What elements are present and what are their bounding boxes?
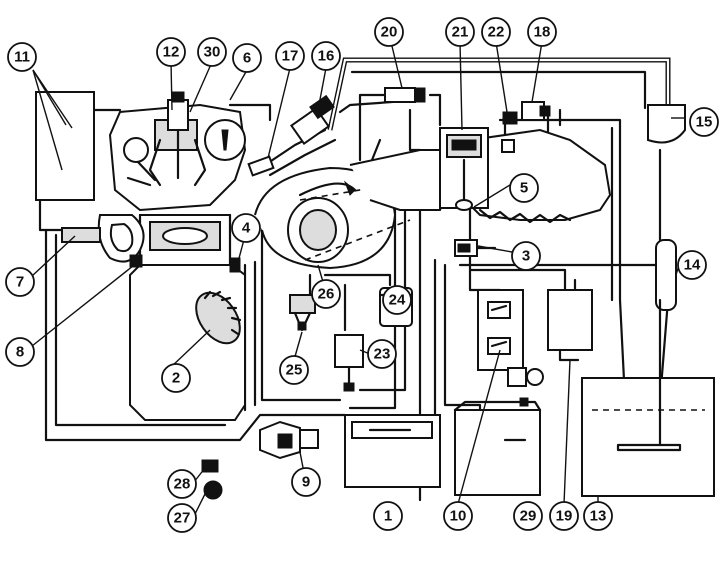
oxygen-sensor — [290, 94, 335, 146]
distributor — [259, 420, 319, 460]
purge-solenoid — [334, 334, 364, 392]
callout-20-label: 20 — [381, 24, 398, 41]
crank-angle-sensor-wheel — [195, 290, 242, 345]
callout-19-label: 19 — [556, 508, 573, 525]
callout-14: 14 — [677, 250, 707, 280]
callout-24: 24 — [382, 285, 412, 315]
callout-26: 26 — [311, 279, 341, 309]
callout-10-label: 10 — [450, 508, 467, 525]
callout-24-label: 24 — [389, 292, 406, 309]
callout-28: 28 — [167, 469, 197, 499]
callout-17-label: 17 — [282, 48, 299, 65]
diagnostic-connector — [201, 459, 219, 473]
callout-11: 11 — [7, 42, 37, 72]
callout-8: 8 — [5, 337, 35, 367]
callout-25-label: 25 — [286, 362, 303, 379]
callout-22-label: 22 — [488, 24, 505, 41]
callout-10: 10 — [443, 501, 473, 531]
callout-21-label: 21 — [452, 24, 469, 41]
callout-leaders — [31, 41, 685, 517]
callout-8-label: 8 — [16, 344, 24, 361]
callout-3-label: 3 — [522, 248, 530, 265]
callout-26-label: 26 — [318, 286, 335, 303]
callout-16: 16 — [311, 41, 341, 71]
callout-13: 13 — [583, 501, 613, 531]
callout-2-label: 2 — [172, 370, 180, 387]
injector-cluster — [61, 214, 145, 263]
callout-23: 23 — [367, 339, 397, 369]
fuel-filter-14 — [655, 239, 677, 311]
callout-3: 3 — [511, 241, 541, 271]
callout-12: 12 — [156, 37, 186, 67]
callout-12-label: 12 — [163, 44, 180, 61]
callout-25: 25 — [279, 355, 309, 385]
callout-20: 20 — [374, 17, 404, 47]
intake-plenum — [254, 166, 421, 270]
callout-15-label: 15 — [696, 114, 713, 131]
callout-30-label: 30 — [204, 44, 221, 61]
engine-piston — [138, 213, 232, 267]
throttle-body — [439, 127, 489, 211]
callout-29-label: 29 — [520, 508, 537, 525]
fuel-tank — [581, 298, 715, 497]
fuel-pressure-sensor — [501, 111, 518, 153]
knock-sensor — [129, 254, 241, 273]
fuel-pump — [547, 289, 593, 362]
check-engine-lamp — [203, 480, 223, 500]
callout-18: 18 — [527, 17, 557, 47]
callout-28-label: 28 — [174, 476, 191, 493]
ignition-coils — [35, 91, 95, 201]
callout-2: 2 — [161, 363, 191, 393]
ignition-switch — [507, 367, 544, 387]
callout-19: 19 — [549, 501, 579, 531]
callout-16-label: 16 — [318, 48, 335, 65]
coolant-temp-sensor — [247, 155, 275, 177]
spark-plug — [167, 91, 189, 180]
relay-box — [477, 289, 524, 371]
callout-14-label: 14 — [684, 257, 701, 274]
callout-7-label: 7 — [16, 274, 24, 291]
callout-21: 21 — [445, 17, 475, 47]
callout-22: 22 — [481, 17, 511, 47]
callout-9: 9 — [291, 467, 321, 497]
callout-6: 6 — [232, 43, 262, 73]
callout-5-label: 5 — [520, 180, 528, 197]
throttle-position-sensor — [454, 239, 497, 257]
callout-13-label: 13 — [590, 508, 607, 525]
callout-7: 7 — [5, 267, 35, 297]
callout-27-label: 27 — [174, 510, 191, 527]
callout-4-label: 4 — [242, 220, 251, 237]
ecu — [344, 414, 441, 488]
callout-11-label: 11 — [14, 49, 30, 66]
callout-6-label: 6 — [243, 50, 251, 67]
callout-27: 27 — [167, 503, 197, 533]
callout-15: 15 — [689, 107, 719, 137]
callout-18-label: 18 — [534, 24, 551, 41]
idle-air-valve — [289, 294, 316, 332]
fuel-filter-15 — [647, 104, 686, 144]
callout-29: 29 — [513, 501, 543, 531]
pressure-regulator — [521, 101, 551, 121]
callout-1: 1 — [373, 501, 403, 531]
callout-4: 4 — [231, 213, 261, 243]
callout-30: 30 — [197, 37, 227, 67]
callout-9-label: 9 — [302, 474, 310, 491]
air-temp-sensor — [384, 87, 426, 103]
callout-23-label: 23 — [374, 346, 391, 363]
battery — [453, 397, 542, 496]
callout-17: 17 — [275, 41, 305, 71]
callout-5: 5 — [509, 173, 539, 203]
callout-1-label: 1 — [384, 508, 392, 525]
